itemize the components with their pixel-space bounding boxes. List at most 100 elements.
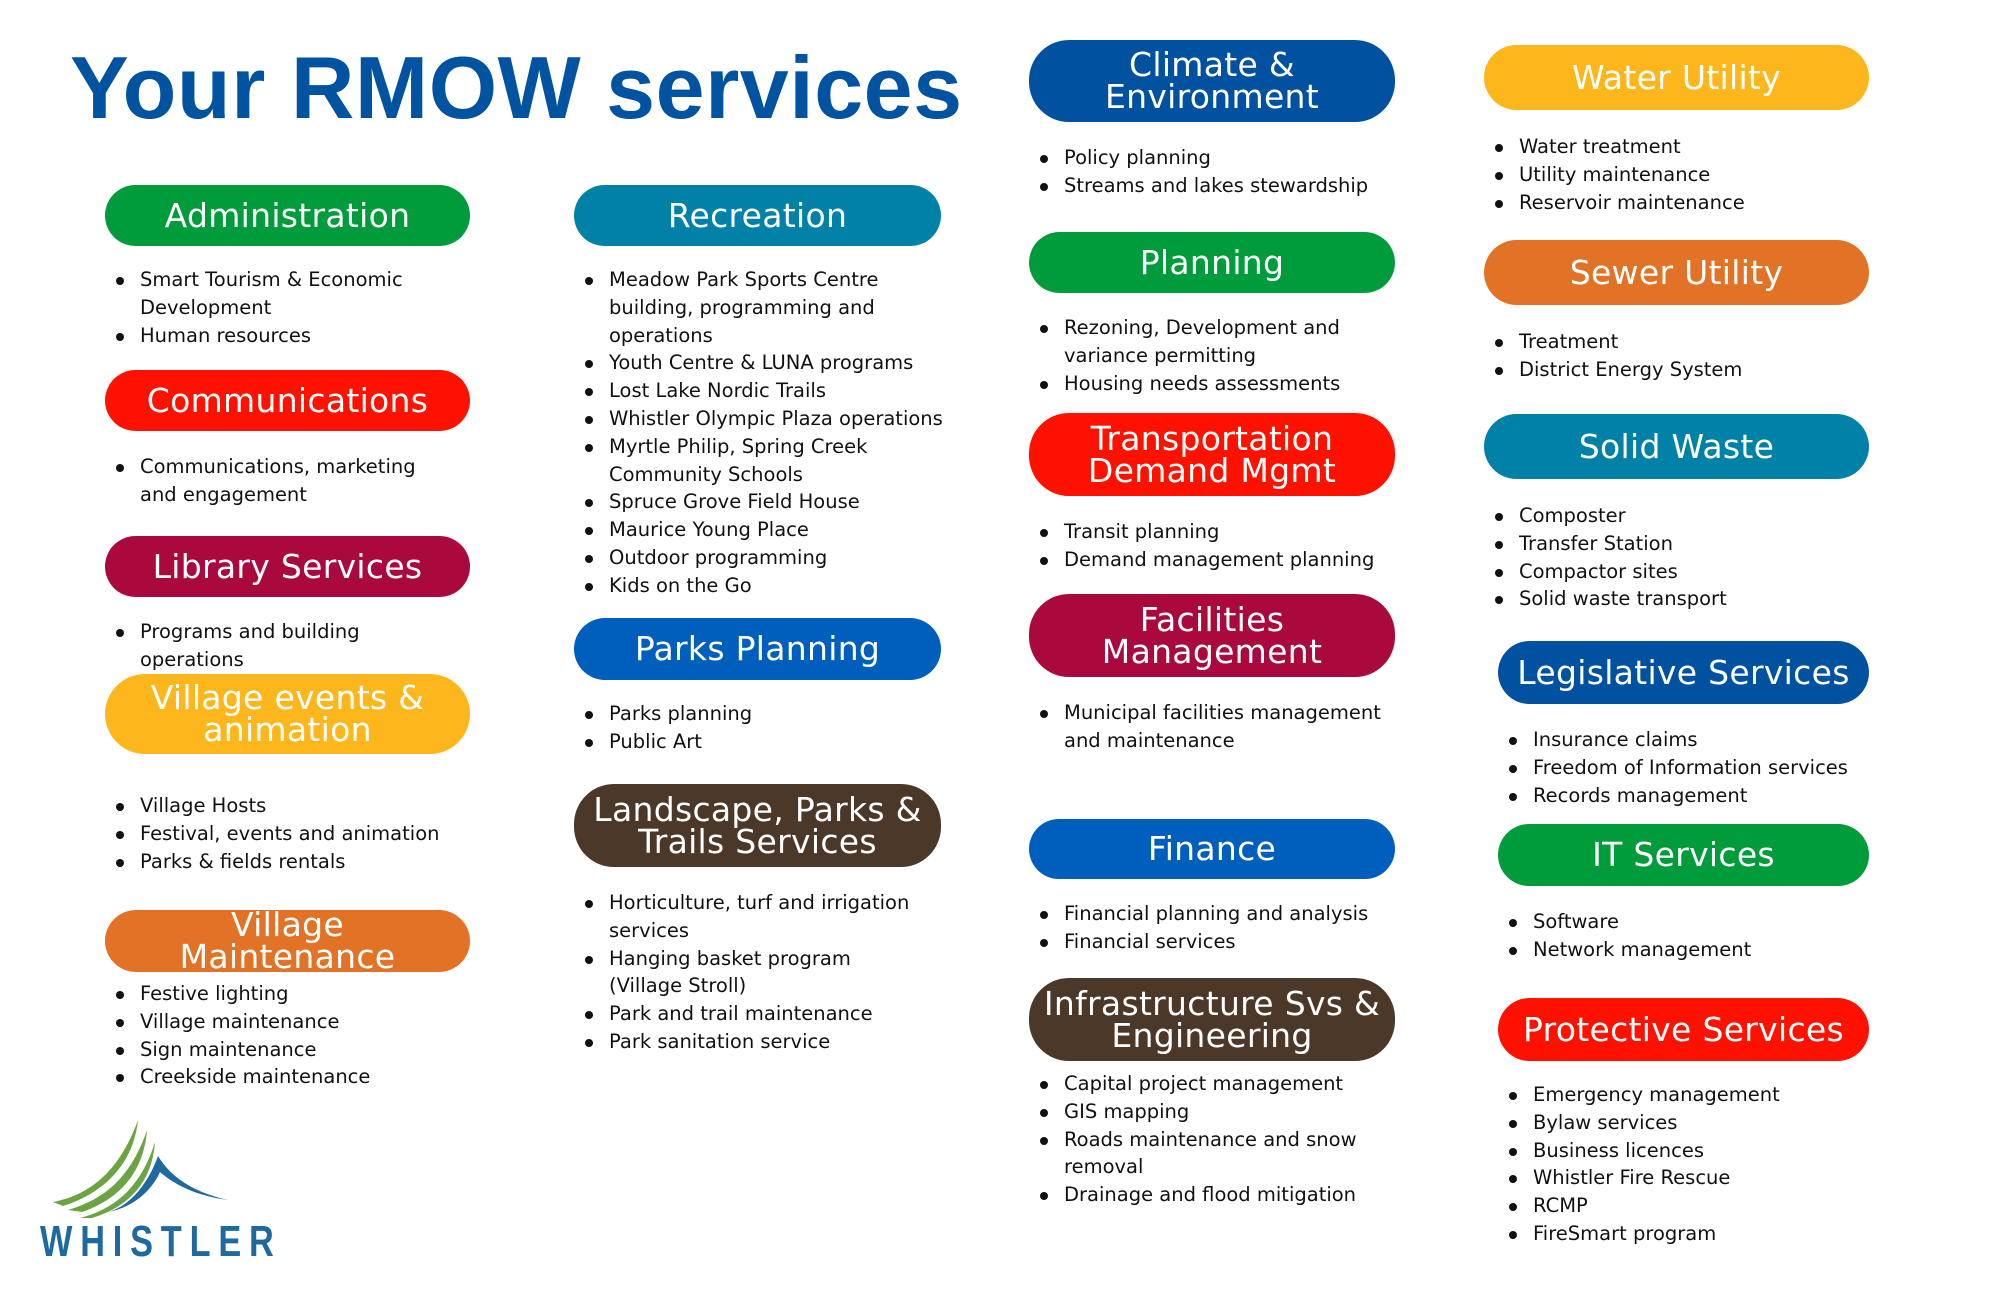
- service-item: Transit planning: [1031, 518, 1401, 546]
- service-item: Festive lighting: [107, 980, 447, 1008]
- service-item: Municipal facilities management and main…: [1031, 699, 1381, 755]
- service-item: Financial services: [1031, 928, 1401, 956]
- service-item: Meadow Park Sports Centre building, prog…: [576, 266, 946, 349]
- department-title: Finance: [1147, 829, 1277, 868]
- service-item: Transfer Station: [1486, 530, 1866, 558]
- service-item: Human resources: [107, 322, 447, 350]
- department-title: Parks Planning: [634, 629, 881, 668]
- department-header-village-maintenance: Village Maintenance: [105, 905, 470, 976]
- service-item: Software: [1500, 908, 1880, 936]
- department-title: Climate &Environment: [1104, 45, 1319, 116]
- department-title: Protective Services: [1522, 1009, 1845, 1049]
- department-header-water-utility: Water Utility: [1484, 45, 1869, 110]
- service-list-library-services: Programs and building operations: [107, 618, 467, 674]
- department-title: Landscape, Parks &Trails Services: [593, 789, 922, 861]
- department-title: Solid Waste: [1578, 426, 1775, 466]
- service-item: Solid waste transport: [1486, 585, 1866, 613]
- service-item: Outdoor programming: [576, 544, 946, 572]
- department-header-planning: Planning: [1029, 232, 1395, 293]
- service-item: Utility maintenance: [1486, 161, 1866, 189]
- department-header-climate-environment: Climate &Environment: [1029, 40, 1395, 122]
- department-title: IT Services: [1592, 835, 1775, 874]
- service-item: Reservoir maintenance: [1486, 189, 1866, 217]
- service-item: Network management: [1500, 936, 1880, 964]
- department-header-landscape-parks-trails-services: Landscape, Parks &Trails Services: [574, 784, 941, 867]
- department-header-it-services: IT Services: [1498, 824, 1869, 886]
- service-item: Streams and lakes stewardship: [1031, 172, 1401, 200]
- service-item: Maurice Young Place: [576, 516, 946, 544]
- service-item: Park and trail maintenance: [576, 1000, 921, 1028]
- service-item: GIS mapping: [1031, 1098, 1361, 1126]
- service-item: Spruce Grove Field House: [576, 488, 946, 516]
- service-item: Drainage and flood mitigation: [1031, 1181, 1361, 1209]
- service-item: Festival, events and animation: [107, 820, 447, 848]
- department-title: Village events &animation: [150, 678, 425, 749]
- department-title: Infrastructure Svs &Engineering: [1043, 983, 1381, 1055]
- service-item: Housing needs assessments: [1031, 370, 1361, 398]
- service-list-communications: Communications, marketing and engagement: [107, 453, 447, 509]
- service-item: Demand management planning: [1031, 546, 1401, 574]
- service-item: Horticulture, turf and irrigation servic…: [576, 889, 921, 945]
- department-header-village-events-animation: Village events &animation: [105, 674, 470, 754]
- service-item: Emergency management: [1500, 1081, 1880, 1109]
- service-item: Roads maintenance and snow removal: [1031, 1126, 1361, 1182]
- service-item: RCMP: [1500, 1192, 1880, 1220]
- department-header-sewer-utility: Sewer Utility: [1484, 240, 1869, 305]
- service-item: Financial planning and analysis: [1031, 900, 1401, 928]
- service-item: Records management: [1500, 782, 1880, 810]
- service-item: Park sanitation service: [576, 1028, 921, 1056]
- department-title: Recreation: [667, 195, 848, 235]
- service-item: Public Art: [576, 728, 916, 756]
- service-item: District Energy System: [1486, 356, 1866, 384]
- page-title: Your RMOW services: [70, 38, 963, 137]
- department-header-parks-planning: Parks Planning: [574, 618, 941, 680]
- department-title: Village Maintenance: [179, 905, 396, 976]
- service-item: Water treatment: [1486, 133, 1866, 161]
- service-item: Composter: [1486, 502, 1866, 530]
- whistler-mountain-icon: [53, 1120, 228, 1218]
- service-list-planning: Rezoning, Development and variance permi…: [1031, 314, 1361, 397]
- service-item: Hanging basket program (Village Stroll): [576, 945, 921, 1001]
- service-item: Whistler Olympic Plaza operations: [576, 405, 946, 433]
- department-header-infrastructure-svs-engineering: Infrastructure Svs &Engineering: [1029, 978, 1395, 1061]
- service-item: Smart Tourism & Economic Development: [107, 266, 447, 322]
- service-list-recreation: Meadow Park Sports Centre building, prog…: [576, 266, 946, 600]
- service-item: FireSmart program: [1500, 1220, 1880, 1248]
- department-header-legislative-services: Legislative Services: [1498, 641, 1869, 704]
- department-title: Sewer Utility: [1569, 252, 1784, 292]
- department-header-protective-services: Protective Services: [1498, 998, 1869, 1061]
- service-item: Policy planning: [1031, 144, 1401, 172]
- service-item: Youth Centre & LUNA programs: [576, 349, 946, 377]
- department-title: Library Services: [152, 546, 423, 586]
- service-item: Village maintenance: [107, 1008, 447, 1036]
- service-item: Business licences: [1500, 1137, 1880, 1165]
- service-item: Communications, marketing and engagement: [107, 453, 447, 509]
- department-title: Water Utility: [1571, 57, 1781, 97]
- department-header-administration: Administration: [105, 185, 470, 246]
- department-header-finance: Finance: [1029, 819, 1395, 879]
- department-title: Administration: [164, 195, 411, 235]
- service-item: Freedom of Information services: [1500, 754, 1880, 782]
- whistler-logo-text: WHISTLER: [40, 1217, 282, 1266]
- service-item: Village Hosts: [107, 792, 447, 820]
- department-header-communications: Communications: [105, 370, 470, 431]
- department-title: Planning: [1139, 242, 1285, 282]
- service-item: Sign maintenance: [107, 1036, 447, 1064]
- department-header-library-services: Library Services: [105, 536, 470, 597]
- service-item: Programs and building operations: [107, 618, 467, 674]
